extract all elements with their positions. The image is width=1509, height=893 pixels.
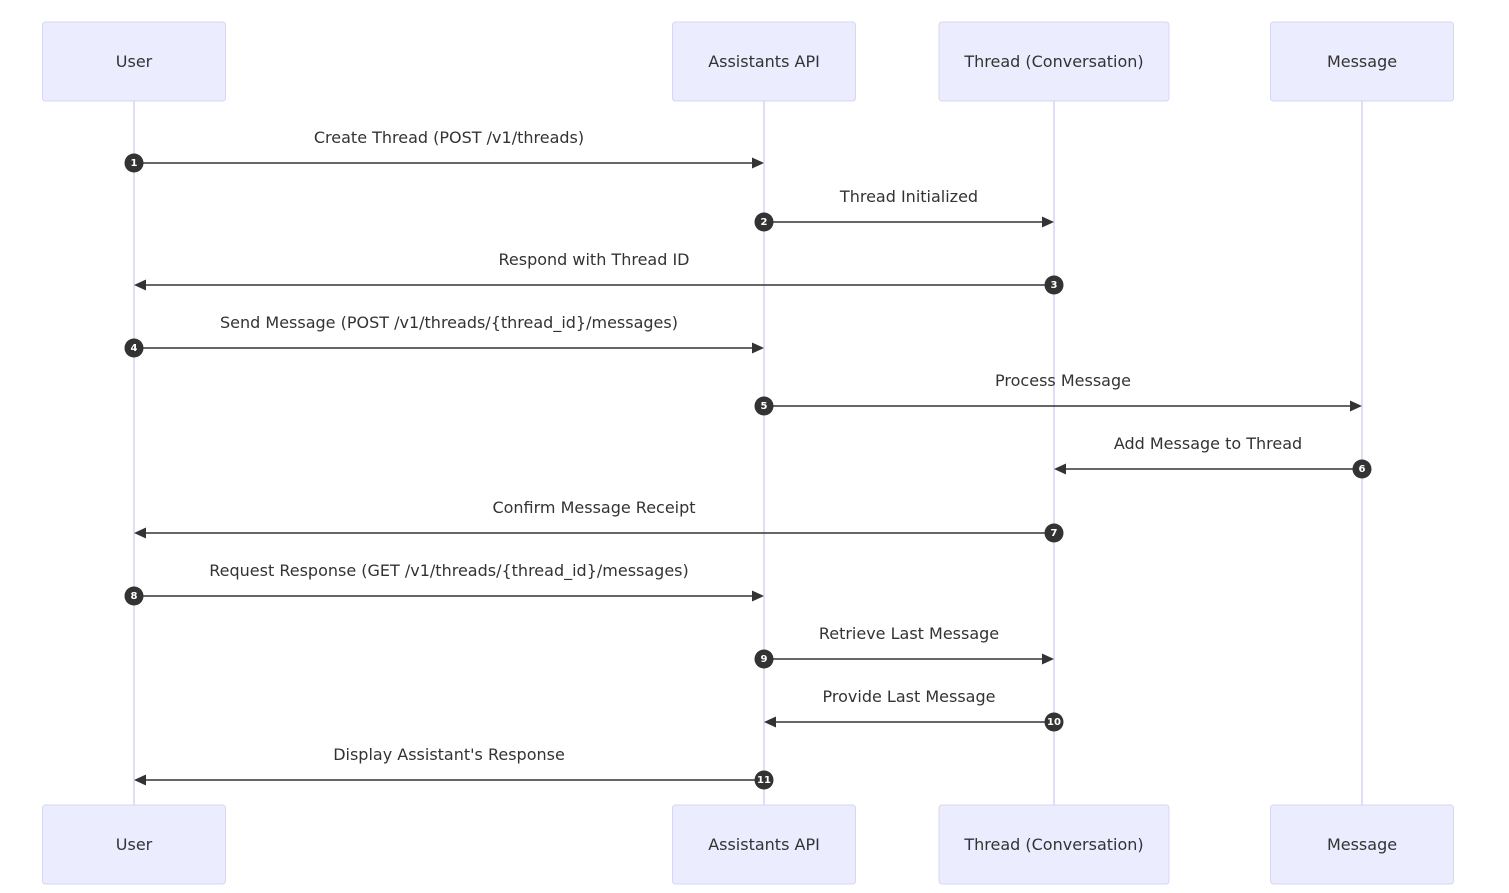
- sequence-number: 1: [131, 158, 138, 169]
- actor-box: [672, 21, 856, 102]
- message-3: 3 Respond with Thread ID: [134, 250, 1064, 295]
- sequence-number: 6: [1359, 464, 1366, 475]
- sequence-number-badge: [1044, 275, 1064, 295]
- actor-bottom-user: User: [42, 804, 226, 885]
- message-label: Confirm Message Receipt: [492, 498, 695, 517]
- message-label: Request Response (GET /v1/threads/{threa…: [209, 561, 689, 581]
- actor-box: [1270, 804, 1454, 885]
- actor-label: Assistants API: [708, 835, 820, 854]
- message-10: 10 Provide Last Message: [764, 687, 1064, 732]
- actor-top-message: Message: [1270, 21, 1454, 102]
- arrowhead-icon: [1042, 216, 1054, 228]
- sequence-number-badge: [754, 212, 774, 232]
- sequence-number-badge: [1352, 459, 1372, 479]
- actor-bottom-message: Message: [1270, 804, 1454, 885]
- actor-label: Message: [1327, 52, 1397, 71]
- actor-box: [672, 804, 856, 885]
- message-9: 9 Retrieve Last Message: [754, 624, 1054, 669]
- message-2: 2 Thread Initialized: [754, 187, 1054, 232]
- message-7: 7 Confirm Message Receipt: [134, 498, 1064, 543]
- sequence-number-badge: [1044, 712, 1064, 732]
- actors-top: User Assistants API Thread (Conversation) M…: [42, 21, 1454, 102]
- arrowhead-icon: [1054, 463, 1066, 475]
- actor-box: [938, 21, 1170, 102]
- message-6: 6 Add Message to Thread: [1054, 434, 1372, 479]
- actor-label: User: [116, 835, 153, 854]
- message-label: Respond with Thread ID: [498, 250, 689, 269]
- actor-label: Thread (Conversation): [963, 52, 1143, 71]
- actor-box: [42, 804, 226, 885]
- sequence-number: 10: [1047, 717, 1061, 728]
- actor-bottom-assistants-api: Assistants API: [672, 804, 856, 885]
- actors-bottom: User Assistants API Thread (Conversation) M…: [42, 804, 1454, 885]
- message-4: 4 Send Message (POST /v1/threads/{thread_…: [124, 313, 764, 358]
- arrowhead-icon: [134, 774, 146, 786]
- message-8: 8 Request Response (GET /v1/threads/{thre…: [124, 561, 764, 606]
- arrowhead-icon: [134, 279, 146, 291]
- arrowhead-icon: [752, 342, 764, 354]
- sequence-number: 8: [131, 591, 138, 602]
- sequence-number: 2: [761, 217, 768, 228]
- actor-box: [1270, 21, 1454, 102]
- sequence-number-badge: [754, 770, 774, 790]
- message-label: Create Thread (POST /v1/threads): [314, 128, 584, 147]
- sequence-number-badge: [1044, 523, 1064, 543]
- sequence-number: 3: [1051, 280, 1058, 291]
- arrowhead-icon: [752, 157, 764, 169]
- message-label: Provide Last Message: [823, 687, 996, 706]
- messages: 1 Create Thread (POST /v1/threads) 2 Thread…: [124, 128, 1372, 790]
- actor-label: Assistants API: [708, 52, 820, 71]
- actor-label: Message: [1327, 835, 1397, 854]
- actor-box: [938, 804, 1170, 885]
- message-1: 1 Create Thread (POST /v1/threads): [124, 128, 764, 173]
- sequence-number-badge: [124, 153, 144, 173]
- message-label: Add Message to Thread: [1114, 434, 1302, 453]
- actor-box: [42, 21, 226, 102]
- sequence-number-badge: [754, 649, 774, 669]
- sequence-number-badge: [124, 586, 144, 606]
- actor-label: Thread (Conversation): [963, 835, 1143, 854]
- message-label: Send Message (POST /v1/threads/{thread_i…: [220, 313, 678, 333]
- sequence-number: 4: [131, 343, 138, 354]
- arrowhead-icon: [1350, 400, 1362, 412]
- lifelines: [133, 101, 1363, 805]
- actor-top-thread-conversation: Thread (Conversation): [938, 21, 1170, 102]
- sequence-number: 9: [761, 654, 768, 665]
- actor-label: User: [116, 52, 153, 71]
- message-label: Display Assistant's Response: [333, 745, 565, 764]
- message-label: Process Message: [995, 371, 1131, 390]
- actor-bottom-thread-conversation: Thread (Conversation): [938, 804, 1170, 885]
- message-11: 11 Display Assistant's Response: [134, 745, 774, 790]
- sequence-number-badge: [754, 396, 774, 416]
- message-label: Thread Initialized: [839, 187, 978, 206]
- arrowhead-icon: [764, 716, 776, 728]
- sequence-number: 7: [1051, 528, 1058, 539]
- arrowhead-icon: [752, 590, 764, 602]
- actor-top-assistants-api: Assistants API: [672, 21, 856, 102]
- arrowhead-icon: [1042, 653, 1054, 665]
- arrowhead-icon: [134, 527, 146, 539]
- message-label: Retrieve Last Message: [819, 624, 999, 643]
- sequence-number-badge: [124, 338, 144, 358]
- sequence-number: 11: [757, 775, 771, 786]
- actor-top-user: User: [42, 21, 226, 102]
- message-5: 5 Process Message: [754, 371, 1362, 416]
- sequence-number: 5: [761, 401, 768, 412]
